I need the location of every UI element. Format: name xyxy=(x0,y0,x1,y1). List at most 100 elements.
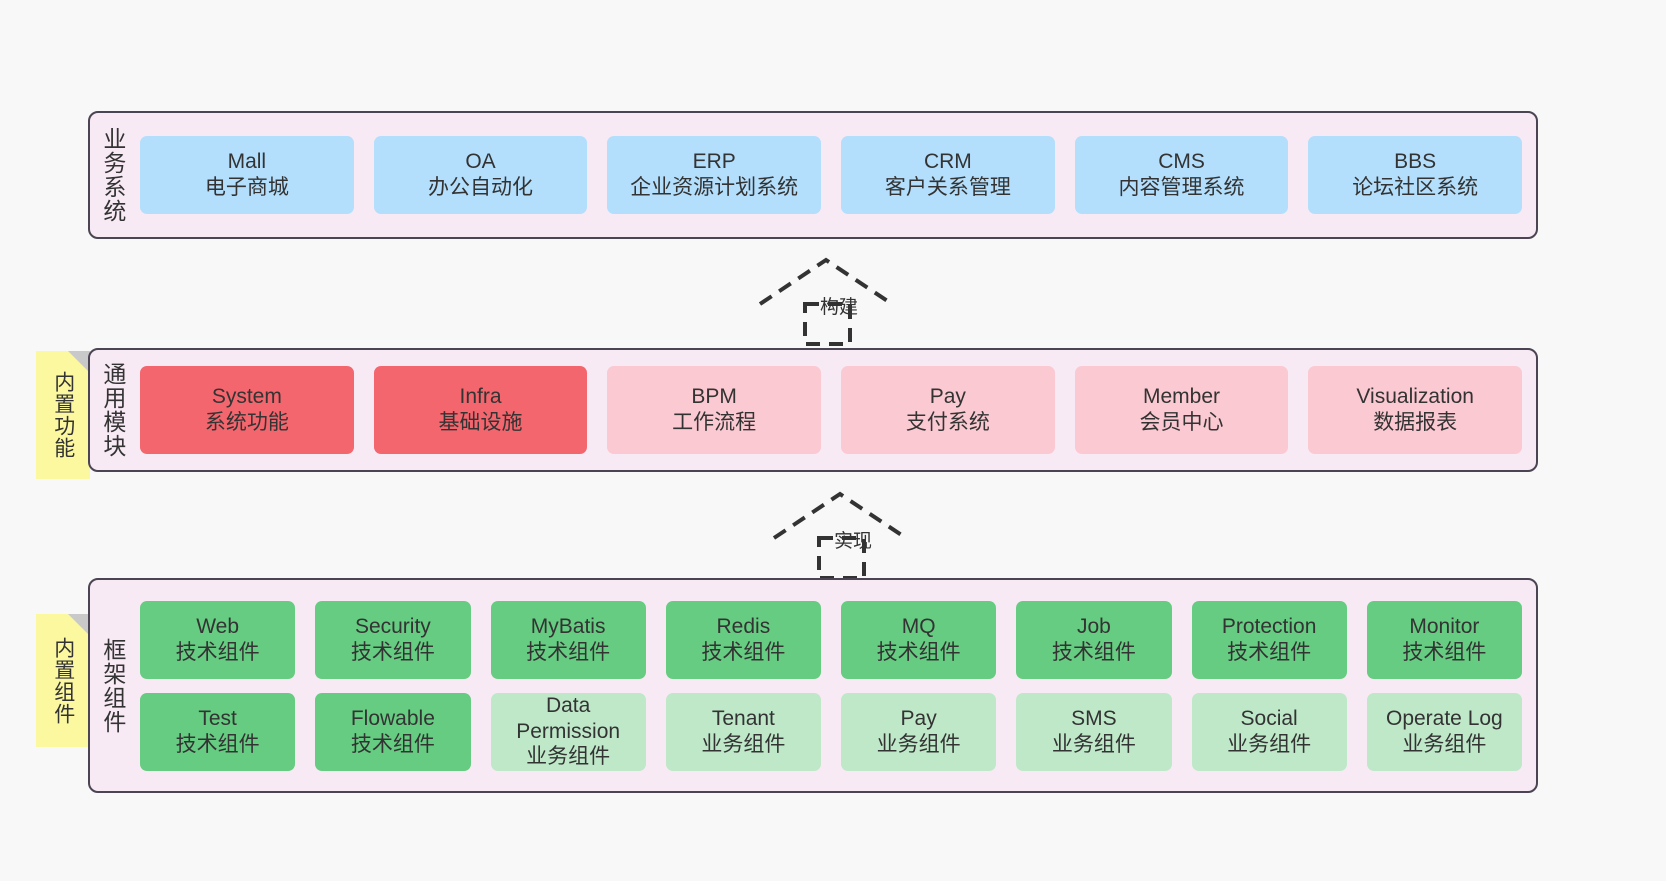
layer-business-system: 业务系统 Mall 电子商城 OA 办公自动化 ERP 企业资源计划系统 CRM… xyxy=(88,111,1538,239)
node-en-label: Mall xyxy=(227,150,267,174)
node-redis[interactable]: Redis 技术组件 xyxy=(665,600,821,679)
sticky-note-builtin-function: 内置功能 xyxy=(36,351,90,479)
node-web[interactable]: Web 技术组件 xyxy=(140,600,296,679)
node-visualization[interactable]: Visualization 数据报表 xyxy=(1308,366,1523,454)
sticky-note-builtin-component: 内置组件 xyxy=(36,614,90,747)
connector-implement: 实现 xyxy=(772,491,922,580)
node-cn-label: 支付系统 xyxy=(905,411,990,434)
node-en-label: System xyxy=(211,385,282,409)
node-row: Mall 电子商城 OA 办公自动化 ERP 企业资源计划系统 CRM 客户关系… xyxy=(140,136,1523,214)
node-en-label: BBS xyxy=(1394,150,1437,174)
node-en-label: MyBatis xyxy=(530,614,606,638)
node-en-label: OA xyxy=(465,150,496,174)
layer-body-framework-component: Web 技术组件 Security 技术组件 MyBatis 技术组件 Redi… xyxy=(134,580,1536,791)
node-protection[interactable]: Protection 技术组件 xyxy=(1191,600,1347,679)
node-cn-label: 电子商城 xyxy=(204,176,289,199)
node-cn-label: 技术组件 xyxy=(1402,640,1487,664)
node-cn-label: 技术组件 xyxy=(350,640,435,664)
node-sms[interactable]: SMS 业务组件 xyxy=(1016,692,1172,771)
node-cn-label: 业务组件 xyxy=(876,732,961,756)
node-erp[interactable]: ERP 企业资源计划系统 xyxy=(607,136,822,214)
node-mq[interactable]: MQ 技术组件 xyxy=(841,600,997,679)
node-en-label: Flowable xyxy=(350,706,435,730)
node-oa[interactable]: OA 办公自动化 xyxy=(373,136,588,214)
node-pay-component[interactable]: Pay 业务组件 xyxy=(841,692,997,771)
node-en-label: Operate Log xyxy=(1385,706,1503,730)
layer-title-framework-component: 框架组件 xyxy=(99,637,126,734)
node-en-label: MQ xyxy=(901,614,936,638)
node-en-label: Test xyxy=(198,706,237,730)
node-cn-label: 工作流程 xyxy=(672,411,757,434)
node-en-label: Monitor xyxy=(1409,614,1480,638)
node-tenant[interactable]: Tenant 业务组件 xyxy=(665,692,821,771)
node-en-label: Data Permission xyxy=(516,694,621,743)
node-row: System 系统功能 Infra 基础设施 BPM 工作流程 Pay 支付系统… xyxy=(140,366,1523,454)
connector-implement-arrow-icon xyxy=(772,491,908,580)
connector-implement-label: 实现 xyxy=(834,531,873,552)
connector-build-label: 构建 xyxy=(820,297,859,318)
node-data-permission[interactable]: Data Permission 业务组件 xyxy=(490,692,646,771)
node-en-label: CMS xyxy=(1158,150,1205,174)
node-en-label: Tenant xyxy=(711,706,775,730)
layer-body-common-module: System 系统功能 Infra 基础设施 BPM 工作流程 Pay 支付系统… xyxy=(134,350,1536,470)
node-cn-label: 技术组件 xyxy=(701,640,786,664)
node-en-label: SMS xyxy=(1071,706,1117,730)
sticky-note-label: 内置组件 xyxy=(51,636,75,725)
node-flowable[interactable]: Flowable 技术组件 xyxy=(315,692,471,771)
node-mybatis[interactable]: MyBatis 技术组件 xyxy=(490,600,646,679)
node-cn-label: 业务组件 xyxy=(526,745,611,769)
node-pay[interactable]: Pay 支付系统 xyxy=(841,366,1055,454)
node-bpm[interactable]: BPM 工作流程 xyxy=(607,366,822,454)
node-cn-label: 技术组件 xyxy=(526,640,611,664)
node-en-label: Web xyxy=(196,614,240,638)
node-crm[interactable]: CRM 客户关系管理 xyxy=(841,136,1055,214)
node-cn-label: 业务组件 xyxy=(701,732,786,756)
node-cn-label: 会员中心 xyxy=(1139,411,1224,434)
node-member[interactable]: Member 会员中心 xyxy=(1074,366,1289,454)
node-security[interactable]: Security 技术组件 xyxy=(315,600,471,679)
page-fold-icon xyxy=(68,614,90,636)
node-cn-label: 技术组件 xyxy=(175,640,260,664)
connector-build: 构建 xyxy=(758,257,908,346)
node-en-label: Social xyxy=(1240,706,1298,730)
node-en-label: Member xyxy=(1143,385,1221,409)
node-mall[interactable]: Mall 电子商城 xyxy=(140,136,354,214)
node-cn-label: 业务组件 xyxy=(1051,732,1136,756)
sticky-note-label: 内置功能 xyxy=(51,371,75,459)
node-cn-label: 系统功能 xyxy=(204,411,289,434)
node-cms[interactable]: CMS 内容管理系统 xyxy=(1074,136,1289,214)
node-social[interactable]: Social 业务组件 xyxy=(1191,692,1347,771)
node-test[interactable]: Test 技术组件 xyxy=(140,692,296,771)
node-cn-label: 业务组件 xyxy=(1227,732,1312,756)
node-en-label: Job xyxy=(1076,614,1111,638)
node-cn-label: 技术组件 xyxy=(1227,640,1312,664)
layer-title-business-system: 业务系统 xyxy=(99,127,126,223)
node-cn-label: 技术组件 xyxy=(1051,640,1136,664)
page-fold-icon xyxy=(68,351,90,373)
layer-body-business-system: Mall 电子商城 OA 办公自动化 ERP 企业资源计划系统 CRM 客户关系… xyxy=(134,113,1536,237)
node-cn-label: 技术组件 xyxy=(175,732,260,756)
node-cn-label: 基础设施 xyxy=(438,411,523,434)
node-cn-label: 业务组件 xyxy=(1402,732,1487,756)
node-row: Web 技术组件 Security 技术组件 MyBatis 技术组件 Redi… xyxy=(140,600,1522,679)
node-en-label: Pay xyxy=(900,706,937,730)
node-monitor[interactable]: Monitor 技术组件 xyxy=(1366,600,1522,679)
connector-build-arrow-icon xyxy=(758,257,894,346)
node-en-label: Security xyxy=(354,614,431,638)
node-system[interactable]: System 系统功能 xyxy=(140,366,354,454)
node-en-label: Visualization xyxy=(1356,385,1474,409)
node-en-label: Infra xyxy=(459,385,502,409)
node-en-label: ERP xyxy=(692,150,736,174)
node-infra[interactable]: Infra 基础设施 xyxy=(373,366,588,454)
layer-title-common-module: 通用模块 xyxy=(99,362,126,458)
node-bbs[interactable]: BBS 论坛社区系统 xyxy=(1308,136,1523,214)
node-cn-label: 技术组件 xyxy=(876,640,961,664)
node-job[interactable]: Job 技术组件 xyxy=(1016,600,1172,679)
node-operate-log[interactable]: Operate Log 业务组件 xyxy=(1366,692,1522,771)
node-en-label: Protection xyxy=(1221,614,1317,638)
node-cn-label: 技术组件 xyxy=(350,732,435,756)
node-cn-label: 办公自动化 xyxy=(428,176,533,199)
layer-framework-component: 框架组件 Web 技术组件 Security 技术组件 MyBatis 技术组件… xyxy=(88,578,1538,793)
node-cn-label: 客户关系管理 xyxy=(884,176,1011,199)
